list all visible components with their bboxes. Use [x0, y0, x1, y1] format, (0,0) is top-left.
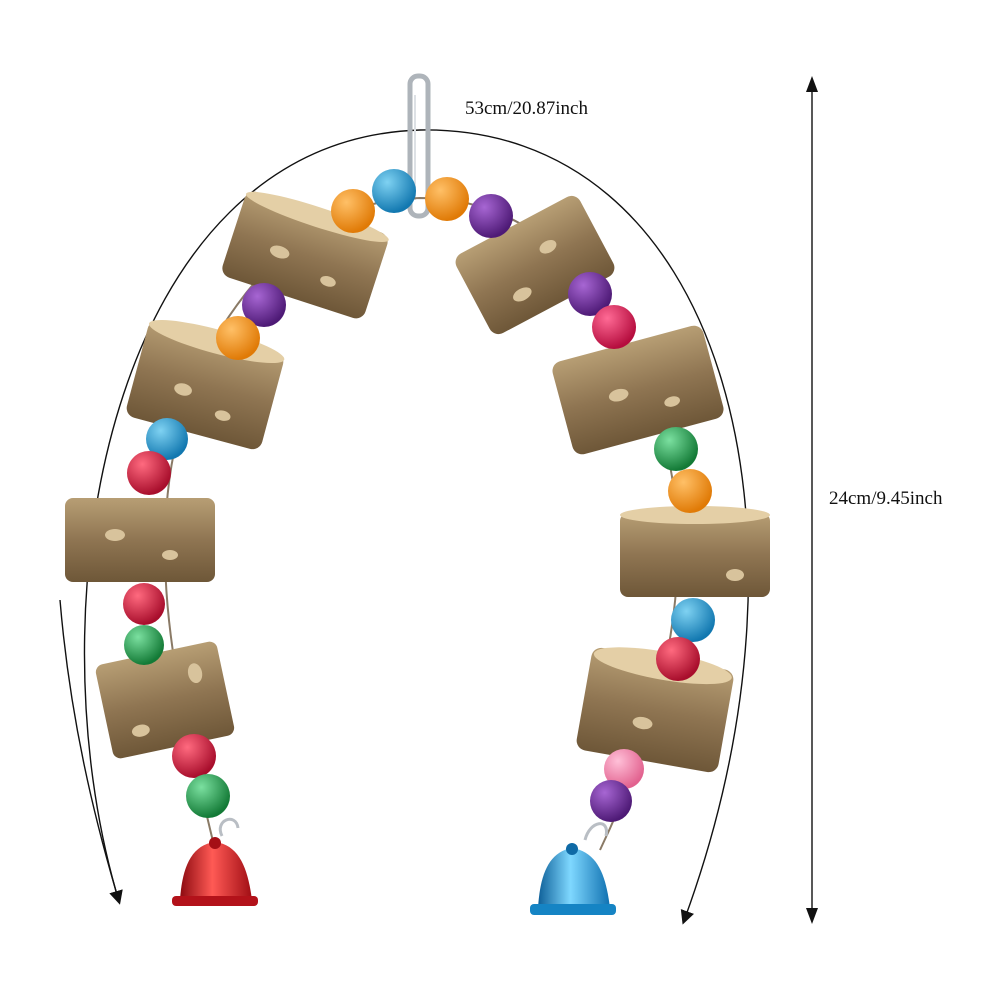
- bead-blue: [372, 169, 416, 213]
- bead-purple: [469, 194, 513, 238]
- width-dimension-label: 53cm/20.87inch: [465, 98, 588, 119]
- height-dimension-label: 24cm/9.45inch: [829, 488, 943, 509]
- wood-block: [455, 195, 615, 335]
- bead-purple: [568, 272, 612, 316]
- bead-red: [127, 451, 171, 495]
- bell-hook: [218, 817, 240, 837]
- bead-red: [123, 583, 165, 625]
- bead-orange: [668, 469, 712, 513]
- bell-hook: [583, 822, 608, 841]
- wood-block: [65, 498, 215, 582]
- bead-orange: [331, 189, 375, 233]
- bead-orange: [425, 177, 469, 221]
- width-dimension-arc-start: [59, 599, 123, 905]
- bead-red: [172, 734, 216, 778]
- wood-block: [95, 641, 235, 759]
- height-arrow-top: [806, 76, 818, 92]
- wood-block: [620, 506, 770, 597]
- wood-block: [552, 325, 724, 455]
- carabiner-icon: [407, 73, 431, 219]
- bell-icon: [172, 837, 258, 906]
- bead-green: [186, 774, 230, 818]
- bead-green: [654, 427, 698, 471]
- bell-icon: [530, 843, 616, 915]
- wood-block: [576, 647, 734, 773]
- bead-magenta: [592, 305, 636, 349]
- bead-red: [656, 637, 700, 681]
- bead-pink: [604, 749, 644, 789]
- bead-green: [124, 625, 164, 665]
- bead-blue: [146, 418, 188, 460]
- bead-blue: [671, 598, 715, 642]
- bead-orange: [216, 316, 260, 360]
- height-arrow-bottom: [806, 908, 818, 924]
- bead-purple: [242, 283, 286, 327]
- bead-purple: [590, 780, 632, 822]
